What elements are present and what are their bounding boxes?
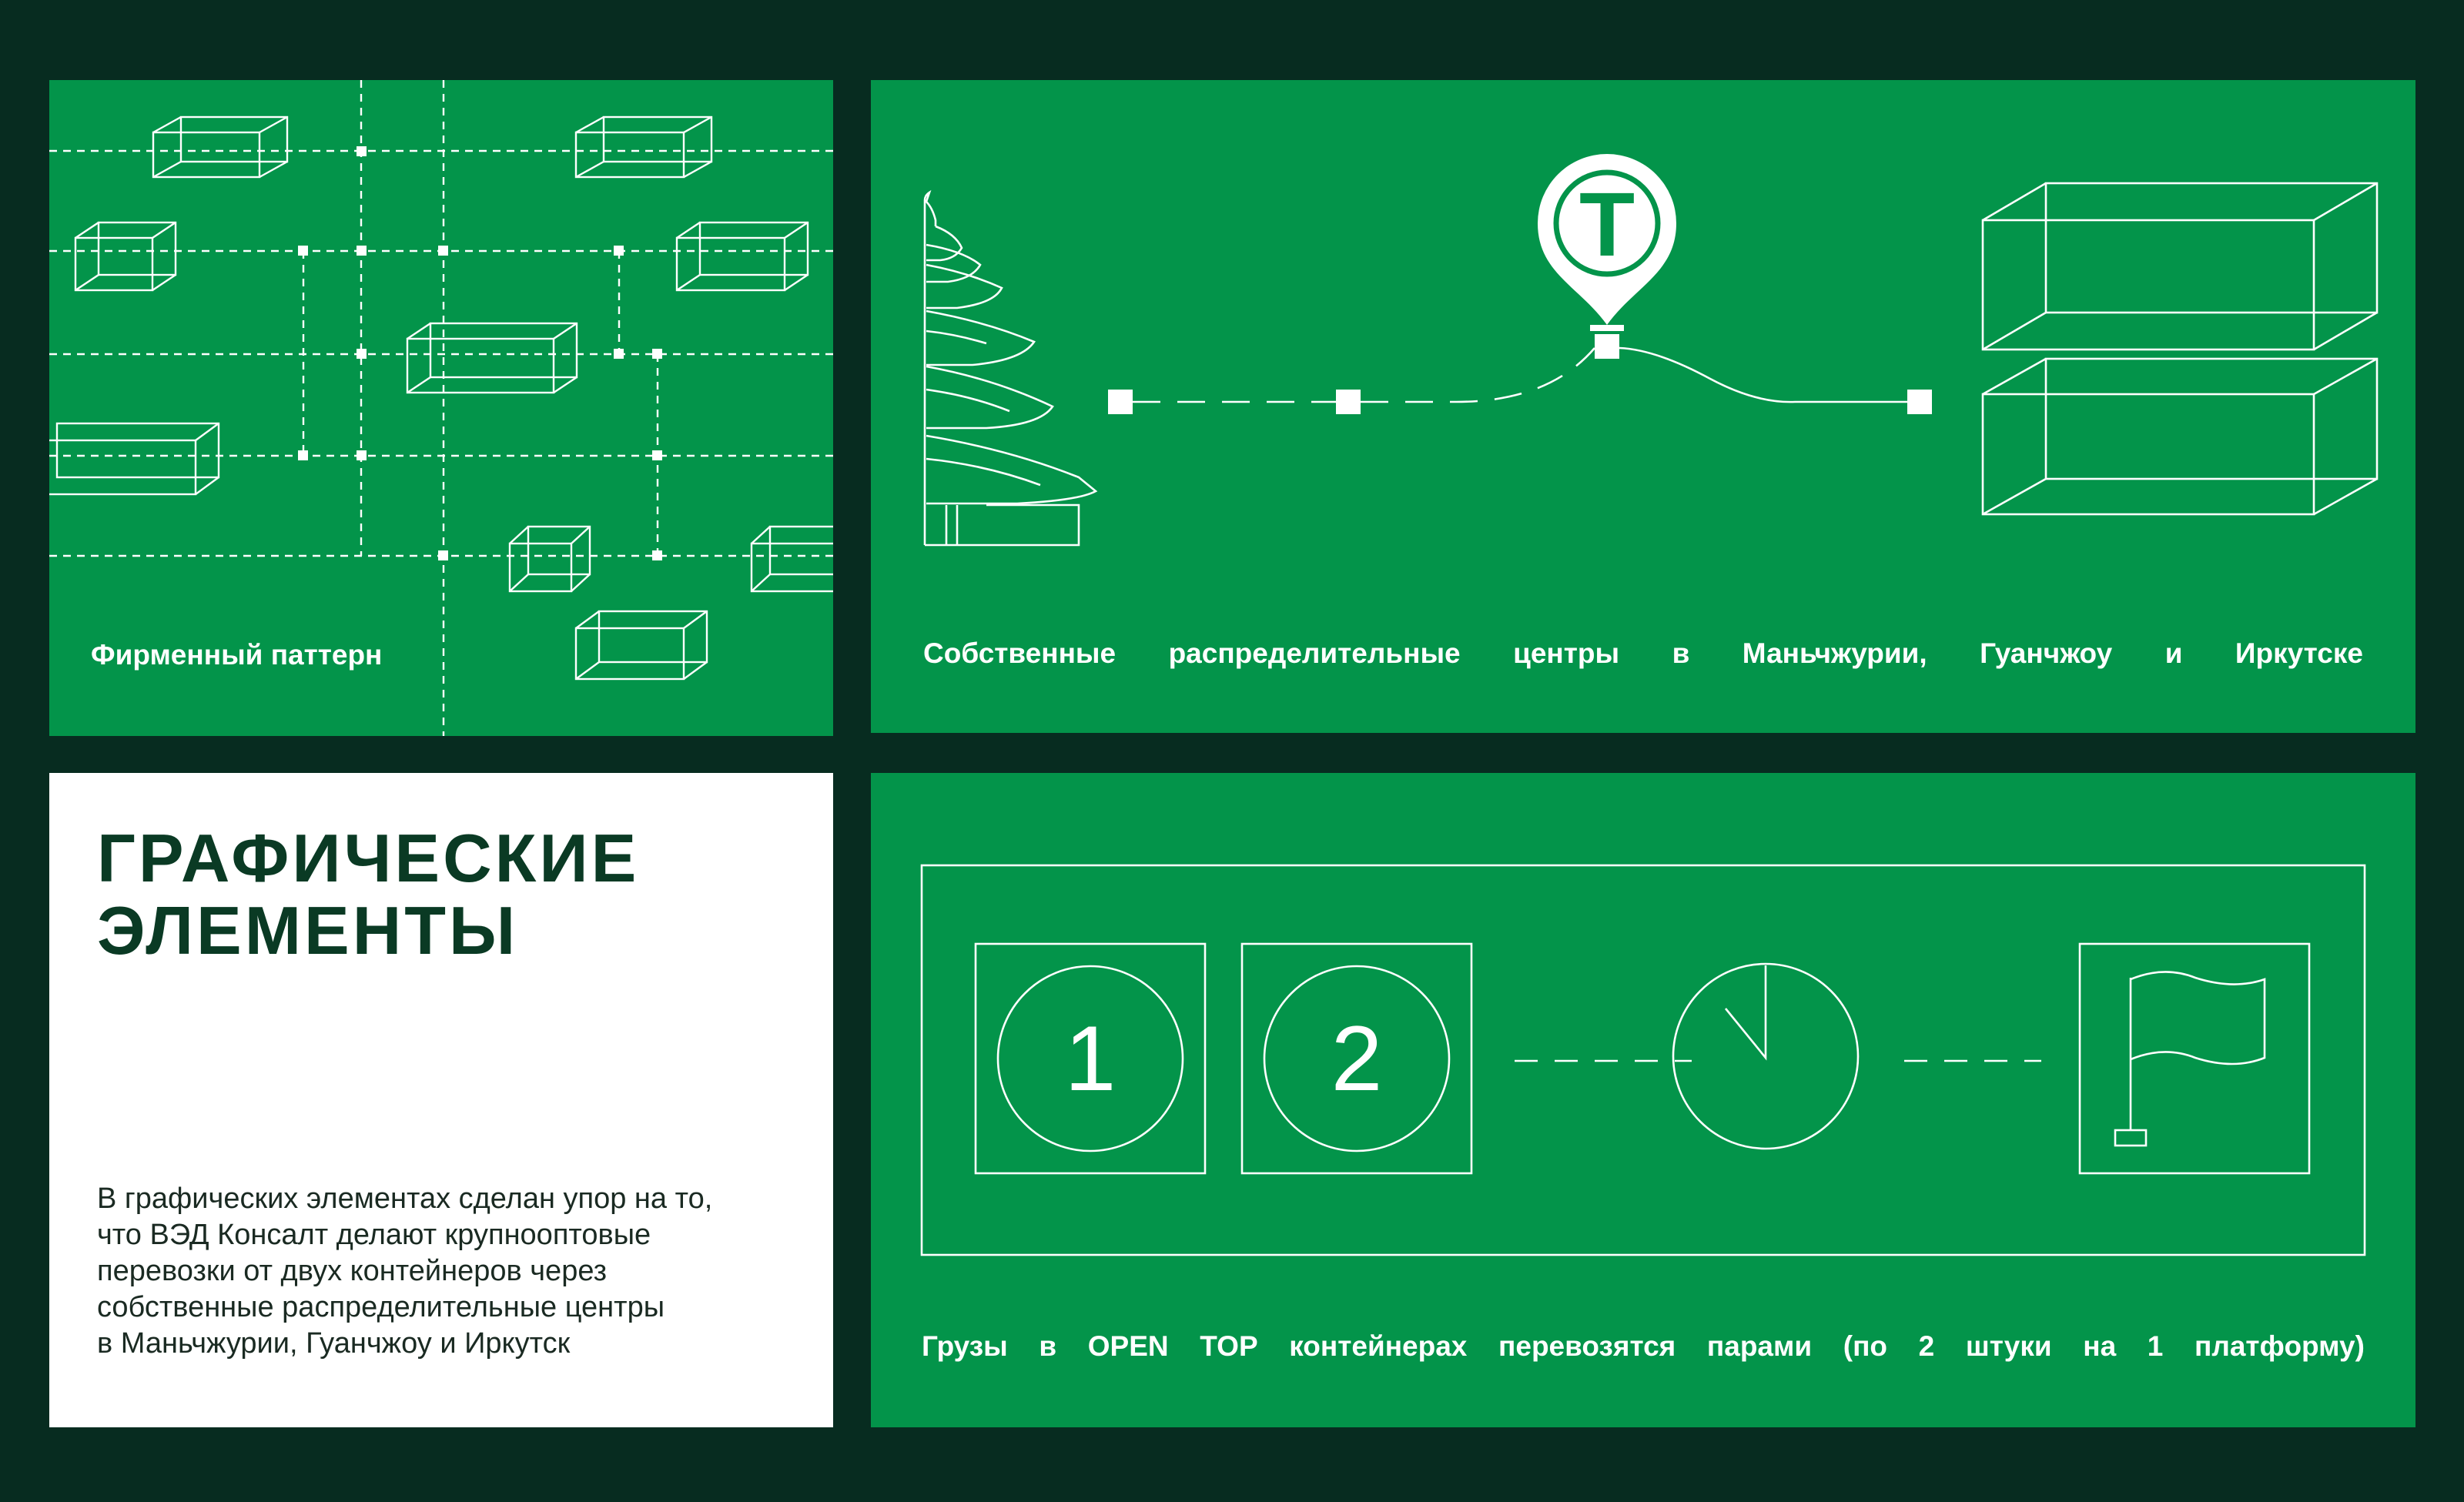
pattern-container-9 — [574, 610, 708, 681]
route-nodes — [1108, 334, 1932, 414]
pattern-container-8 — [750, 525, 833, 593]
location-pin-icon — [1538, 154, 1676, 331]
route-dashed-line — [1133, 347, 1595, 403]
cargo-caption-word: 2 — [1918, 1330, 1935, 1362]
route-caption-word: Гуанчжоу — [1980, 637, 2113, 669]
cargo-caption-word: (по — [1843, 1330, 1888, 1362]
route-container-bottom — [1981, 357, 2379, 516]
cargo-caption-word: TOP — [1200, 1330, 1258, 1362]
step-two-tile — [1240, 942, 1473, 1175]
cargo-caption: Грузы в OPEN TOP контейнерах перевозятся… — [922, 1330, 2365, 1363]
cargo-caption-word: перевозятся — [1498, 1330, 1676, 1362]
route-caption-word: Собственные — [923, 637, 1116, 669]
intro-description: В графических элементах сделан упор на т… — [97, 1181, 790, 1362]
route-caption: Собственные распределительные центры в М… — [923, 637, 2363, 670]
route-container-top — [1981, 182, 2379, 351]
route-graphic: Т — [923, 154, 2379, 547]
pattern-caption: Фирменный паттерн — [91, 639, 383, 671]
pattern-container-6 — [49, 422, 220, 496]
cargo-caption-word: на — [2083, 1330, 2117, 1362]
cargo-graphic: 1 2 — [920, 864, 2366, 1256]
section-title-line: ГРАФИЧЕСКИЕ — [97, 820, 640, 896]
pattern-container-7 — [508, 525, 591, 593]
brand-pattern-panel: Фирменный паттерн — [49, 80, 833, 736]
route-caption-word: в — [1672, 637, 1690, 669]
intro-description-line: что ВЭД Консалт делают крупнооптовые — [97, 1219, 651, 1251]
pattern-container-5 — [406, 322, 578, 394]
route-solid-line — [1619, 346, 1907, 403]
cargo-caption-word: Грузы — [922, 1330, 1008, 1362]
cargo-caption-word: 1 — [2147, 1330, 2164, 1362]
cargo-frame — [920, 864, 2366, 1256]
cargo-caption-word: в — [1039, 1330, 1057, 1362]
intro-description-line: собственные распределительные центры — [97, 1291, 665, 1323]
intro-description-line: перевозки от двух контейнеров через — [97, 1255, 608, 1287]
flag-icon — [2114, 971, 2266, 1147]
pagoda-icon — [923, 189, 1098, 547]
cargo-caption-word: платформу) — [2194, 1330, 2365, 1362]
cargo-caption-word: OPEN — [1087, 1330, 1169, 1362]
pattern-container-2 — [574, 115, 713, 179]
route-caption-word: и — [2164, 637, 2183, 669]
pattern-container-1 — [152, 115, 289, 179]
intro-description-line: в Маньчжурии, Гуанчжоу и Иркутск — [97, 1327, 571, 1360]
cargo-caption-word: штуки — [1965, 1330, 2052, 1362]
finish-tile — [2078, 942, 2311, 1175]
pattern-container-4 — [675, 221, 809, 292]
pin-letter: Т — [1579, 174, 1635, 276]
cargo-caption-word: парами — [1706, 1330, 1813, 1362]
step-number-two: 2 — [1331, 1007, 1383, 1110]
cargo-pairs-panel: 1 2 Грузы в OPEN TOP контейнерах перевоз… — [871, 773, 2415, 1427]
pattern-container-3 — [74, 221, 177, 292]
step-one-tile — [974, 942, 1207, 1175]
section-title: ГРАФИЧЕСКИЕ ЭЛЕМЕНТЫ — [97, 822, 639, 967]
intro-panel: ГРАФИЧЕСКИЕ ЭЛЕМЕНТЫ В графических элеме… — [49, 773, 833, 1427]
intro-description-line: В графических элементах сделан упор на т… — [97, 1183, 713, 1215]
route-caption-word: Иркутске — [2235, 637, 2363, 669]
clock-icon — [1672, 962, 1860, 1150]
step-number-one: 1 — [1065, 1007, 1116, 1110]
route-caption-word: Маньчжурии, — [1742, 637, 1927, 669]
section-title-line: ЭЛЕМЕНТЫ — [97, 892, 519, 968]
pattern-grid-lines — [49, 80, 833, 736]
pattern-graphic — [49, 80, 833, 736]
route-caption-word: распределительные — [1168, 637, 1461, 669]
cargo-caption-word: контейнерах — [1289, 1330, 1468, 1362]
pattern-nodes — [298, 146, 662, 560]
route-caption-word: центры — [1513, 637, 1620, 669]
distribution-route-panel: Т Собственные распределительные центры в… — [871, 80, 2415, 733]
